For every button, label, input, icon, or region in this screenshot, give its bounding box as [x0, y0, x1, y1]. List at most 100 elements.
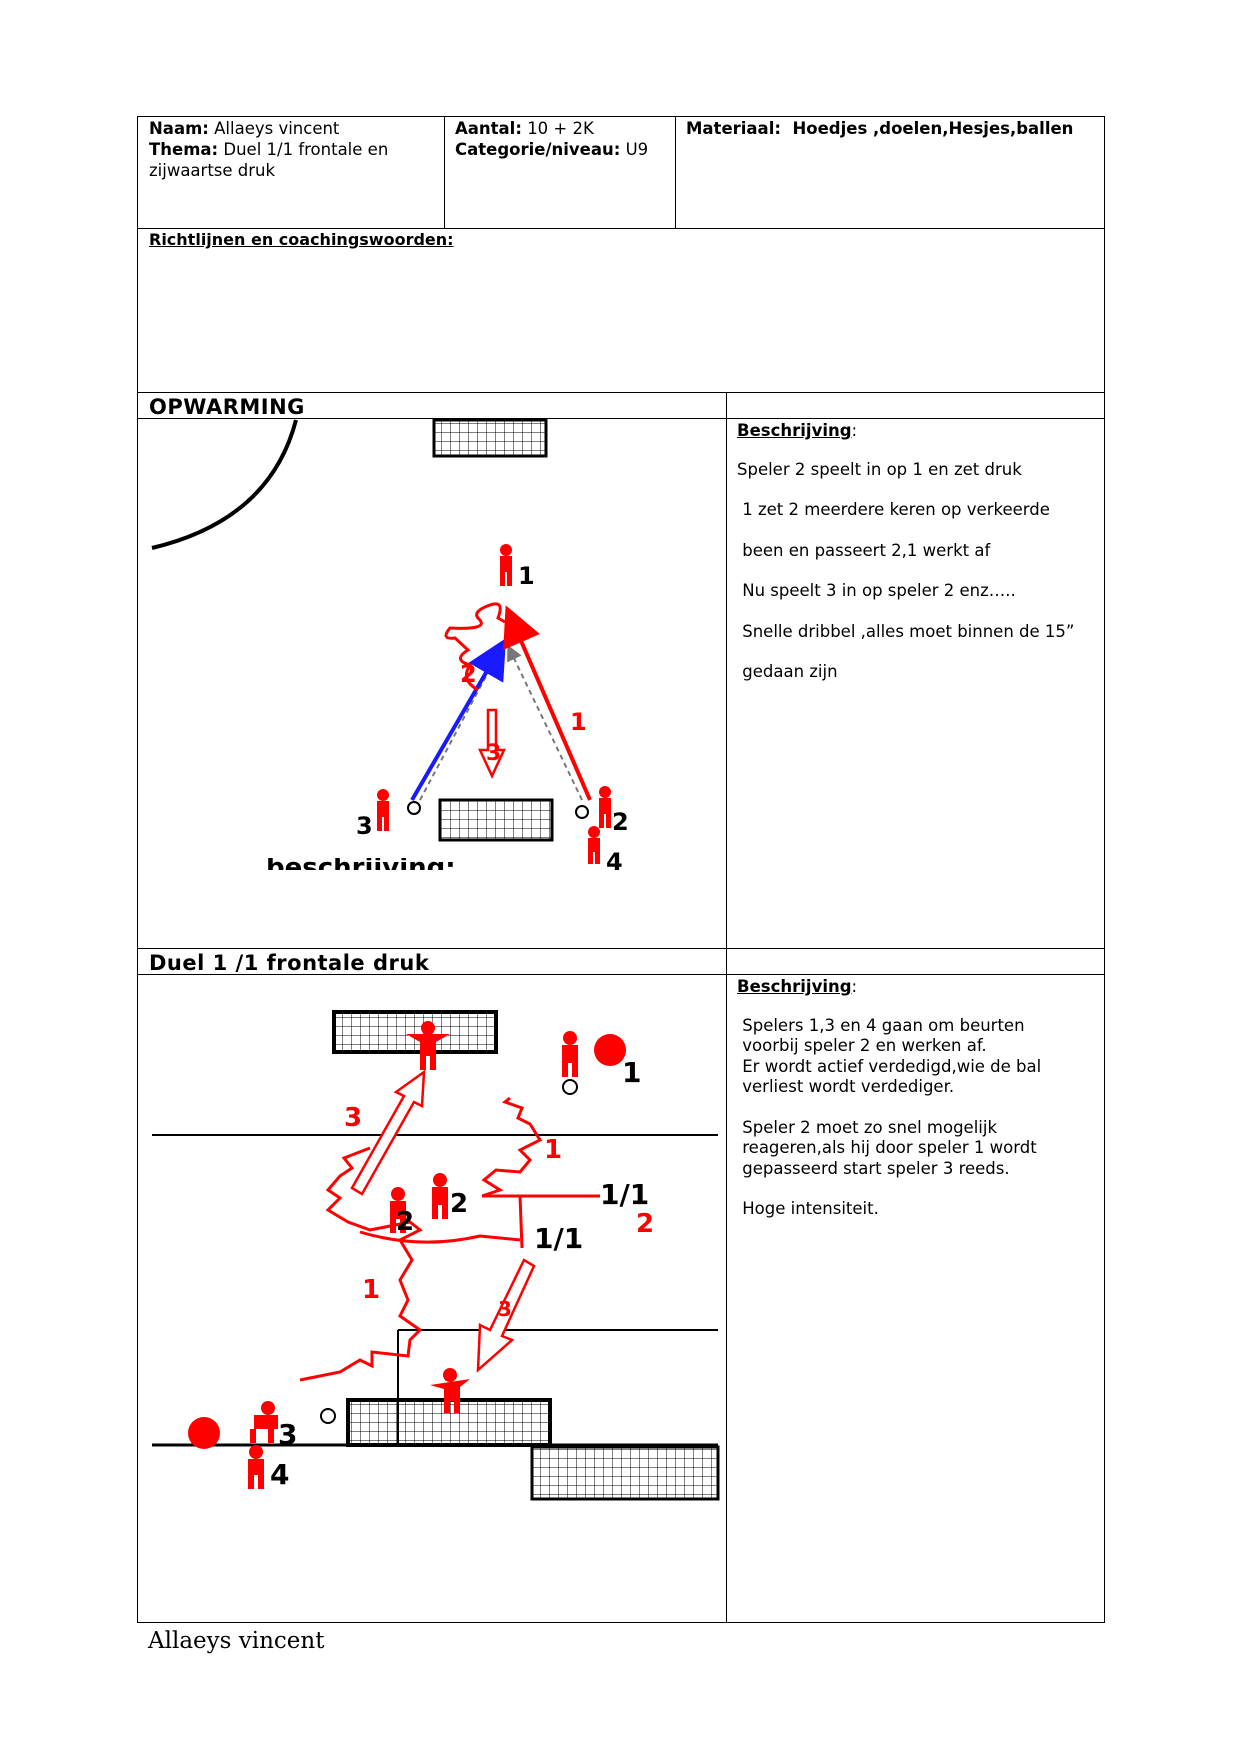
player-label: 4	[606, 848, 623, 876]
route-label: 3	[498, 1297, 512, 1321]
section1-desc-line: gedaan zijn	[737, 662, 838, 681]
thema-value: Duel 1/1 frontale en	[223, 140, 389, 159]
naam-value: Allaeys vincent	[214, 119, 340, 138]
hollow-arrow	[350, 1069, 426, 1196]
section2-description: Beschrijving: Spelers 1,3 en 4 gaan om b…	[737, 977, 1087, 1220]
dribble-path	[359, 1230, 521, 1244]
ball-icon	[320, 1408, 336, 1424]
section1-desc-line: Snelle dribbel ,alles moet binnen de 15”	[737, 621, 1075, 641]
section1-desc-line: Speler 2 speelt in op 1 en zet druk	[737, 459, 1022, 479]
route-label: 3	[344, 1103, 362, 1133]
player-label: 2	[612, 808, 629, 836]
thema-label: Thema:	[149, 140, 219, 159]
section2-desc-line: Spelers 1,3 en 4 gaan om beurten	[737, 1015, 1025, 1035]
materiaal-cell: Materiaal: Hoedjes ,doelen,Hesjes,ballen	[686, 118, 1096, 139]
hollow-arrow	[478, 708, 506, 779]
section2-desc-line: reageren,als hij door speler 1 wordt	[737, 1138, 1037, 1157]
cut-caption: beschrijving:	[266, 853, 456, 883]
duel-label: 1/1	[600, 1178, 649, 1211]
player-icon	[588, 826, 600, 864]
route-label: 2	[460, 660, 477, 688]
section1-title: OPWARMING	[149, 395, 305, 419]
section1-desc-colon: :	[851, 421, 858, 440]
section1-description: Beschrijving: Speler 2 speelt in op 1 en…	[737, 421, 1087, 683]
player-icon	[562, 1031, 578, 1077]
player-icon	[377, 789, 389, 831]
ball-icon	[562, 1079, 578, 1095]
richtlijnen-bottom-line	[137, 392, 1105, 393]
ball-icon	[407, 801, 421, 815]
player-label: 3	[278, 1418, 297, 1451]
section1-desc-line: been en passeert 2,1 werkt af	[737, 540, 991, 560]
pass-line	[507, 644, 583, 801]
section2-desc-line: Speler 2 moet zo snel mogelijk	[737, 1117, 998, 1137]
hollow-arrow	[476, 1258, 536, 1373]
route-label: 1	[362, 1275, 380, 1305]
section1-bottom-line	[137, 948, 1105, 949]
section1-desc-line: 1 zet 2 meerdere keren op verkeerde	[737, 500, 1050, 519]
top-goal	[432, 418, 548, 458]
player-label: 1	[622, 1056, 641, 1089]
player-label: 3	[356, 812, 373, 840]
section2-desc-heading: Beschrijving	[737, 977, 852, 996]
small-goal	[438, 798, 554, 842]
richtlijnen-heading: Richtlijnen en coachingswoorden:	[149, 230, 454, 249]
goalkeeper-icon	[430, 1368, 470, 1413]
red-route-arrow	[503, 605, 592, 801]
section2-desc-line: Er wordt actief verdedigd,wie de bal	[737, 1056, 1042, 1076]
naam-cell: Naam: Allaeys vincent Thema: Duel 1/1 fr…	[149, 118, 439, 181]
materiaal-label: Materiaal:	[686, 119, 781, 138]
player-icon	[390, 1187, 406, 1233]
naam-label: Naam:	[149, 119, 209, 138]
player-icon	[248, 1445, 264, 1489]
header-divider-2	[675, 116, 676, 228]
section2-desc-line: Hoge intensiteit.	[737, 1199, 879, 1218]
section1-column-divider	[726, 392, 727, 948]
aantal-value: 10 + 2K	[527, 119, 594, 138]
dribble-path	[518, 1195, 524, 1249]
aantal-label: Aantal:	[455, 119, 522, 138]
player-label: 2	[396, 1207, 414, 1237]
section1-desc-line: Nu speelt 3 in op speler 2 enz…..	[737, 581, 1016, 600]
aantal-cell: Aantal: 10 + 2K Categorie/niveau: U9	[455, 118, 670, 160]
player-label: 2	[450, 1189, 468, 1219]
section2-desc-line: voorbij speler 2 en werken af.	[737, 1036, 987, 1055]
route-label: 1	[570, 708, 587, 736]
player-label: 4	[270, 1458, 289, 1491]
penalty-arc	[151, 419, 298, 550]
cone-marker	[594, 1034, 626, 1066]
route-label: 3	[486, 741, 501, 766]
footer-author: Allaeys vincent	[148, 1628, 325, 1654]
categorie-label: Categorie/niveau:	[455, 140, 621, 159]
route-label: 2	[636, 1209, 654, 1239]
session-form-table	[137, 116, 1105, 1623]
ball-icon	[575, 805, 589, 819]
player-icon	[500, 544, 512, 586]
header-divider-1	[444, 116, 445, 228]
section1-title-line	[137, 418, 1105, 419]
player-icon	[432, 1173, 448, 1219]
player-icon	[250, 1401, 278, 1443]
section2-title: Duel 1 /1 frontale druk	[149, 951, 430, 975]
section1-desc-heading: Beschrijving	[737, 421, 852, 440]
materiaal-value: Hoedjes ,doelen,Hesjes,ballen	[792, 119, 1074, 138]
section2-desc-line: verliest wordt verdediger.	[737, 1077, 955, 1096]
categorie-value: U9	[625, 140, 649, 159]
player-label: 1	[518, 562, 535, 590]
header-bottom-line	[137, 228, 1105, 229]
thema-value-cont: zijwaartse druk	[149, 161, 276, 180]
top-goal	[332, 1010, 498, 1054]
cone-marker	[188, 1417, 220, 1449]
route-label: 1	[544, 1135, 562, 1165]
player-icon	[599, 786, 611, 828]
section2-column-divider	[726, 948, 727, 1623]
blue-pass-arrow	[410, 638, 507, 802]
section2-desc-line: gepasseerd start speler 3 reeds.	[737, 1158, 1010, 1178]
dribble-path	[481, 1096, 543, 1198]
section2-desc-colon: :	[851, 977, 858, 996]
pass-line	[419, 644, 503, 801]
goalkeeper-icon	[406, 1021, 450, 1070]
